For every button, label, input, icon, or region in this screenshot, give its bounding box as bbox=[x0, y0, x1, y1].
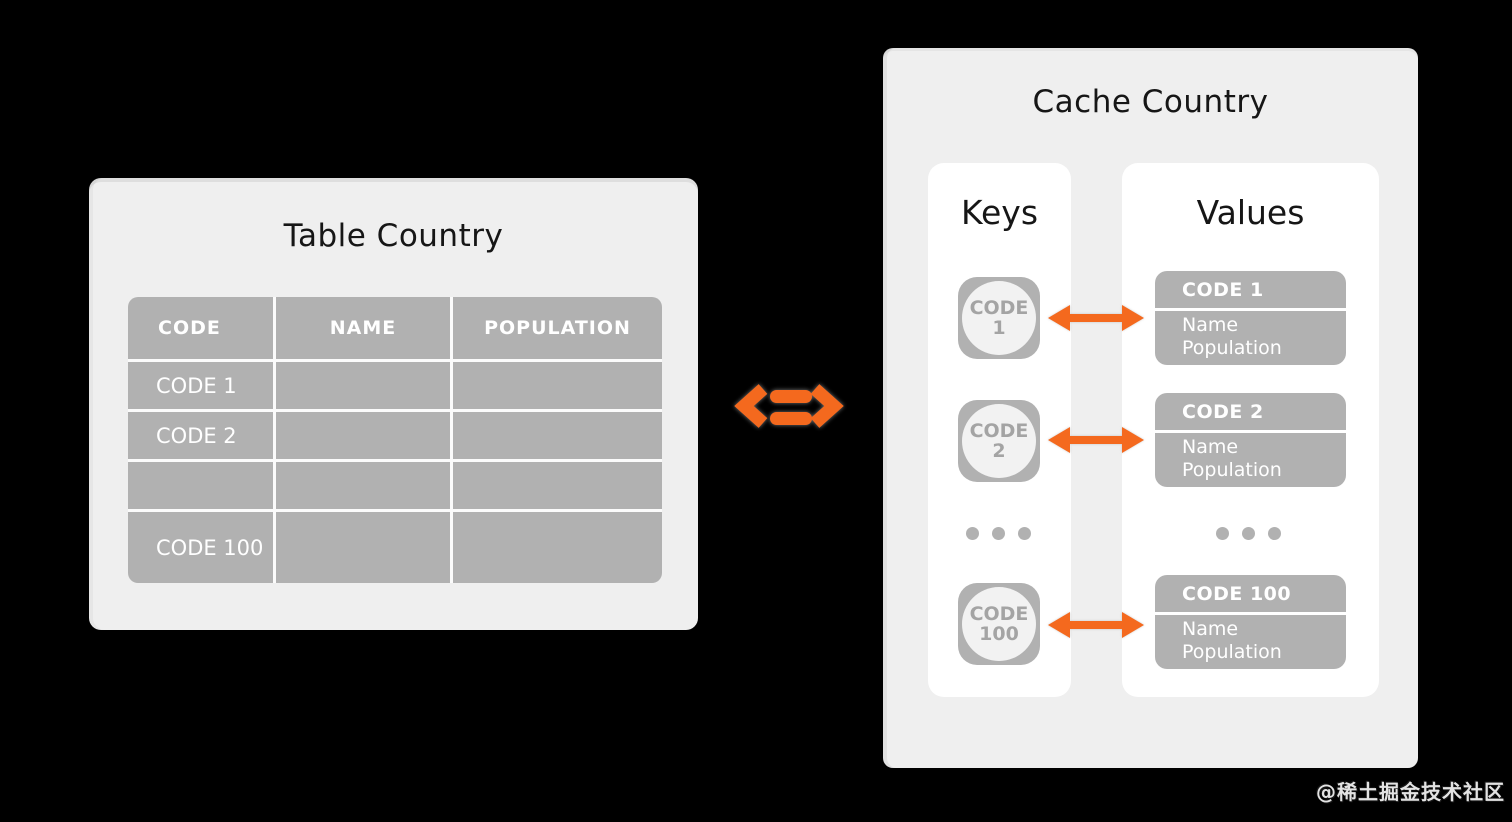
dot bbox=[1018, 527, 1031, 540]
key-badge-circle: CODE 2 bbox=[962, 404, 1036, 478]
table-cell bbox=[453, 362, 662, 409]
key-badge-circle: CODE 1 bbox=[962, 281, 1036, 355]
table-cell bbox=[276, 362, 450, 409]
key-badge: CODE 100 bbox=[958, 583, 1040, 665]
table-cell: CODE 2 bbox=[128, 412, 273, 459]
cache-country-title: Cache Country bbox=[1032, 84, 1269, 120]
value-card-header: CODE 100 bbox=[1155, 575, 1346, 612]
table-cell: CODE 100 bbox=[128, 512, 273, 583]
table-cell bbox=[276, 412, 450, 459]
key-badge-label: CODE 100 bbox=[969, 603, 1029, 645]
value-card-line: Population bbox=[1182, 337, 1282, 359]
key-badge: CODE 2 bbox=[958, 400, 1040, 482]
key-value-arrow-icon bbox=[1046, 605, 1146, 649]
table-cell bbox=[453, 512, 662, 583]
value-card-header: CODE 1 bbox=[1155, 271, 1346, 308]
value-card-line: Name bbox=[1182, 618, 1239, 640]
sync-double-arrow-icon bbox=[733, 382, 845, 434]
table-cell: CODE 1 bbox=[128, 362, 273, 409]
value-card-line: Name bbox=[1182, 314, 1239, 336]
dot bbox=[992, 527, 1005, 540]
value-card-body: Name Population bbox=[1155, 615, 1346, 669]
key-badge: CODE 1 bbox=[958, 277, 1040, 359]
key-badge-circle: CODE 100 bbox=[962, 587, 1036, 661]
key-value-arrow-icon bbox=[1046, 420, 1146, 464]
keys-ellipsis-dots bbox=[966, 527, 1031, 540]
cache-country-panel: Cache Country Keys CODE 1 CODE 2 bbox=[883, 48, 1418, 768]
values-panel: Values CODE 1 Name Population CODE 2 Nam… bbox=[1122, 163, 1379, 697]
table-cell bbox=[276, 512, 450, 583]
dot bbox=[1268, 527, 1281, 540]
key-badge-label: CODE 2 bbox=[969, 420, 1029, 462]
dot bbox=[966, 527, 979, 540]
value-card-body: Name Population bbox=[1155, 311, 1346, 365]
dot bbox=[1242, 527, 1255, 540]
value-card-line: Population bbox=[1182, 459, 1282, 481]
table-cell bbox=[453, 462, 662, 509]
value-card: CODE 100 Name Population bbox=[1155, 575, 1346, 669]
values-heading: Values bbox=[1196, 193, 1305, 232]
watermark: @稀土掘金技术社区 bbox=[1316, 780, 1505, 804]
value-card-header: CODE 2 bbox=[1155, 393, 1346, 430]
table-cell bbox=[276, 462, 450, 509]
table-cell bbox=[128, 462, 273, 509]
value-card: CODE 2 Name Population bbox=[1155, 393, 1346, 487]
table-header-name: NAME bbox=[276, 297, 450, 359]
table-cell bbox=[453, 412, 662, 459]
value-card: CODE 1 Name Population bbox=[1155, 271, 1346, 365]
table-country-title: Table Country bbox=[283, 218, 504, 254]
key-value-arrow-icon bbox=[1046, 298, 1146, 342]
table-header-population: POPULATION bbox=[453, 297, 662, 359]
table-header-code: CODE bbox=[128, 297, 273, 359]
keys-panel: Keys CODE 1 CODE 2 bbox=[928, 163, 1071, 697]
country-table: CODE NAME POPULATION CODE 1 CODE 2 CODE … bbox=[128, 297, 662, 583]
value-card-line: Population bbox=[1182, 641, 1282, 663]
value-card-line: Name bbox=[1182, 436, 1239, 458]
values-ellipsis-dots bbox=[1216, 527, 1281, 540]
value-card-body: Name Population bbox=[1155, 433, 1346, 487]
key-badge-label: CODE 1 bbox=[969, 297, 1029, 339]
dot bbox=[1216, 527, 1229, 540]
table-country-panel: Table Country CODE NAME POPULATION CODE … bbox=[89, 178, 698, 630]
keys-heading: Keys bbox=[960, 193, 1039, 232]
